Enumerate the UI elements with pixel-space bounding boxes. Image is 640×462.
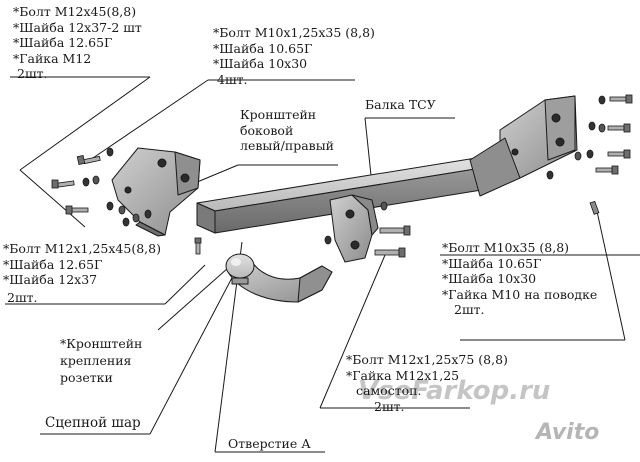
callout-top-left: *Болт М12х45(8,8) *Шайба 12х37-2 шт *Шай…: [13, 4, 142, 81]
site-watermark: VseFarkop.ru: [358, 376, 551, 406]
tow-ball: [225, 253, 333, 303]
callout-tow-ball: Сцепной шар: [45, 415, 141, 431]
callout-bottom-center: *Болт М12х1,25х75 (8,8) *Гайка М12х1,25 …: [346, 352, 508, 414]
fasteners: [51, 94, 633, 258]
callout-socket-bracket: *Кронштейн крепления розетки: [60, 336, 143, 385]
leader-lines: [5, 76, 640, 453]
callout-hole-a: Отверстие А: [228, 436, 311, 451]
callout-side-bracket: Кронштейн боковой левый/правый: [240, 107, 334, 153]
callout-top-center: *Болт М10х1,25х35 (8,8) *Шайба 10.65Г *Ш…: [213, 25, 375, 87]
left-side-bracket: [111, 147, 201, 237]
callout-right-middle: *Болт М10х35 (8,8) *Шайба 10.65Г *Шайба …: [442, 240, 598, 317]
right-side-bracket: [469, 95, 578, 197]
callout-left-middle: *Болт М12х1,25х45(8,8) *Шайба 12.65Г *Ша…: [3, 241, 161, 305]
center-mount-plate: [329, 194, 379, 263]
avito-watermark: Avito: [536, 420, 600, 445]
callout-beam: Балка ТСУ: [365, 97, 436, 112]
